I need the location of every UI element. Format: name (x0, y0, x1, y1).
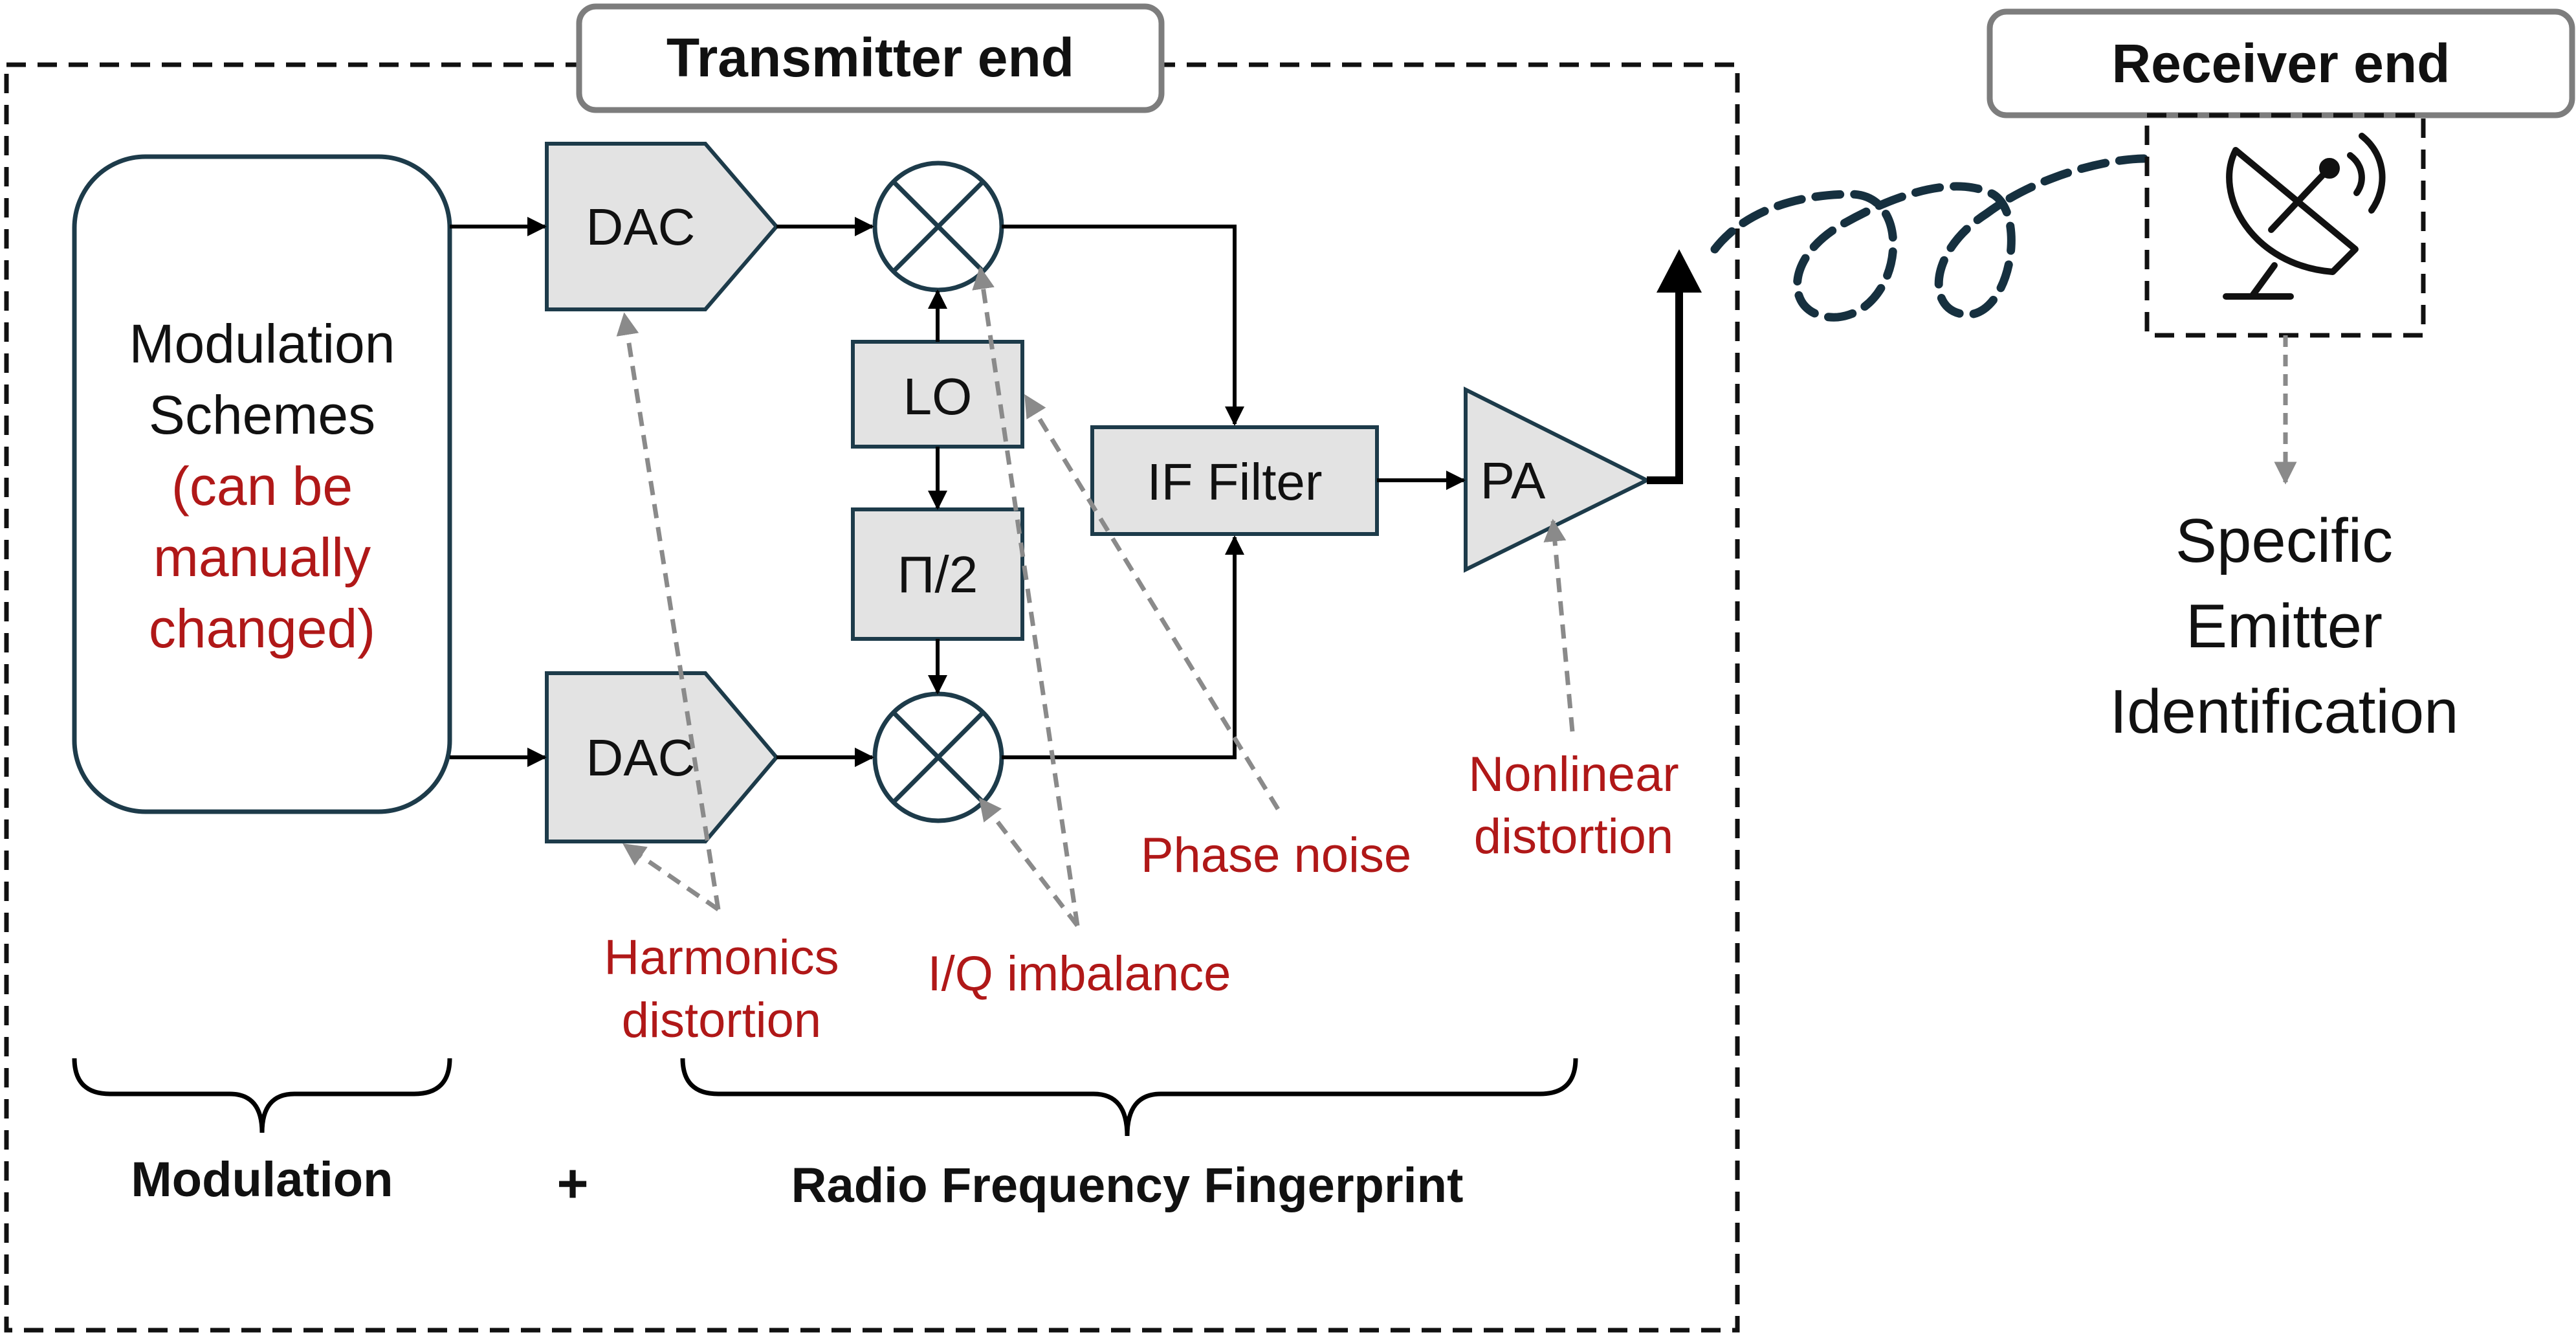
sei-line1: Specific (2175, 506, 2393, 575)
nonlinear-label-line2: distortion (1474, 809, 1673, 864)
rff-brace (680, 1058, 1578, 1137)
modulation-caption: Modulation (131, 1152, 393, 1207)
modulation-note-line1: (can be (171, 456, 353, 517)
lo-label: LO (903, 368, 973, 425)
harmonics-label-line1: Harmonics (604, 930, 839, 985)
phase-noise-label: Phase noise (1141, 828, 1411, 883)
phase-shift-block: Π/2 (851, 507, 1024, 641)
dac-bottom-label: DAC (586, 729, 696, 786)
dac-top-label: DAC (586, 198, 696, 256)
plus-sign: + (556, 1153, 588, 1214)
receiver-title: Receiver end (2112, 33, 2450, 94)
impairment-arrows (616, 266, 1575, 928)
rff-caption: Radio Frequency Fingerprint (791, 1158, 1464, 1213)
signal-flow-lines (450, 217, 1702, 767)
modulation-box-line2: Schemes (149, 384, 375, 445)
pa-block: PA (1464, 386, 1651, 573)
iq-imbalance-label: I/Q imbalance (928, 946, 1231, 1001)
if-filter-label: IF Filter (1147, 453, 1322, 511)
braces (72, 1058, 1578, 1137)
modulation-box-line1: Modulation (129, 313, 395, 374)
modulation-schemes-box: Modulation Schemes (can be manually chan… (72, 154, 452, 814)
sei-line2: Emitter (2186, 592, 2383, 661)
receiver-title-box: Receiver end (1987, 8, 2575, 118)
transmitter-frame (4, 62, 1740, 1333)
nonlinear-label-line1: Nonlinear (1468, 747, 1679, 802)
phase-shift-label: Π/2 (897, 546, 978, 603)
dac-top-block: DAC (545, 142, 779, 311)
modulation-brace (72, 1058, 452, 1133)
modulation-note-line3: changed) (149, 598, 375, 659)
lo-block: LO (851, 340, 1024, 449)
satellite-dish-icon (2223, 133, 2386, 300)
transmitter-title-box: Transmitter end (576, 3, 1165, 113)
impairment-labels: Harmonics distortion I/Q imbalance Phase… (604, 747, 1679, 1048)
if-filter-block: IF Filter (1090, 425, 1379, 536)
mixer-bottom (872, 691, 1004, 823)
transmission-wave (1710, 154, 2150, 322)
sei-line3: Identification (2109, 677, 2458, 746)
pa-label: PA (1481, 452, 1546, 509)
harmonics-label-line2: distortion (622, 993, 821, 1048)
dac-bottom-block: DAC (545, 671, 779, 843)
transmitter-title: Transmitter end (666, 27, 1074, 88)
receiver-frame (2144, 113, 2426, 338)
modulation-note-line2: manually (153, 527, 371, 588)
